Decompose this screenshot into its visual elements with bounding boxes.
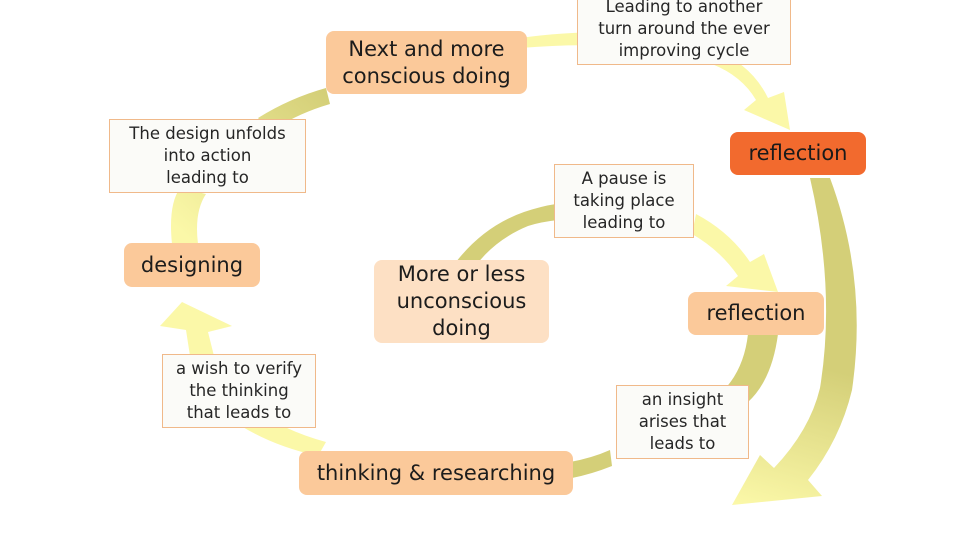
node-unconscious-doing: More or less unconscious doing <box>374 260 549 343</box>
note-leading-cycle: Leading to another turn around the ever … <box>577 0 791 65</box>
arrow-reflection-inner-to-thinking <box>570 334 778 478</box>
node-reflection-inner: reflection <box>688 292 824 335</box>
arrow-reflection-outer-down <box>732 178 857 505</box>
node-thinking-researching: thinking & researching <box>299 451 573 495</box>
node-reflection-outer: reflection <box>730 132 866 175</box>
note-design-unfolds: The design unfolds into action leading t… <box>109 119 306 193</box>
node-designing: designing <box>124 243 260 287</box>
arrow-thinking-to-designing <box>160 302 326 456</box>
arrow-designing-to-next <box>171 88 330 244</box>
note-insight: an insight arises that leads to <box>616 385 749 459</box>
arrow-unconscious-to-pause <box>456 204 558 268</box>
node-next-conscious-doing: Next and more conscious doing <box>326 31 527 94</box>
arrow-pause-to-reflection <box>692 214 778 292</box>
note-wish-verify: a wish to verify the thinking that leads… <box>162 354 316 428</box>
note-pause: A pause is taking place leading to <box>554 164 694 238</box>
